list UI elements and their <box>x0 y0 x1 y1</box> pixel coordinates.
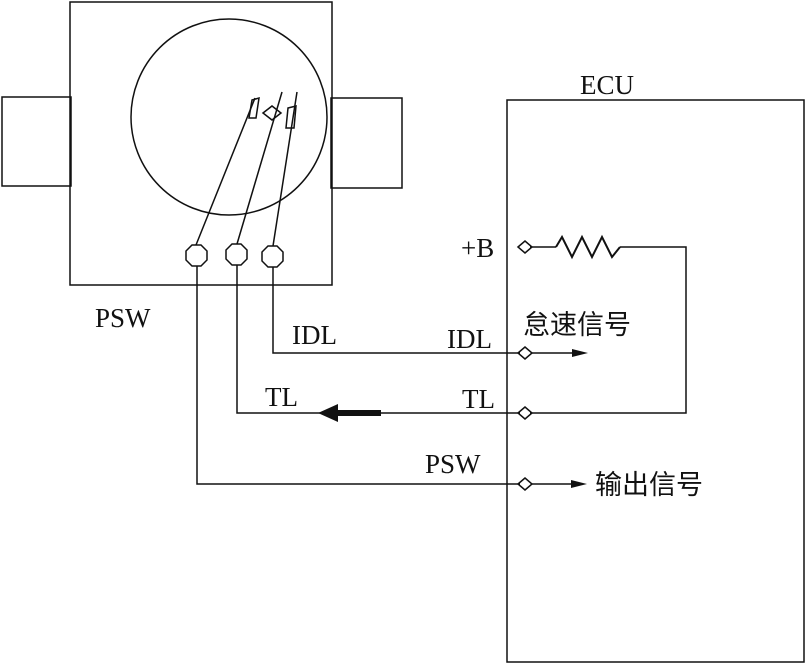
plus-b-resistor <box>555 234 621 260</box>
sensor-terminal-idl <box>261 245 284 268</box>
output-signal-arrow-head <box>571 480 587 488</box>
idle-signal-label: 怠速信号 <box>523 310 631 341</box>
contact-arm-middle <box>236 91 283 245</box>
plus-b-loop-wire <box>530 246 687 414</box>
ecu-terminal-plus-b <box>516 240 534 254</box>
idle-signal-arrow-head <box>572 349 588 357</box>
wire-psw <box>196 266 520 485</box>
contact-arm-right <box>272 91 298 247</box>
contact-tip-middle <box>261 105 283 121</box>
wire-label-tl: TL <box>265 382 298 412</box>
contact-arm-left <box>195 97 256 246</box>
wire-idl <box>272 267 520 354</box>
ecu-terminal-idl <box>516 346 534 360</box>
ecu-label: ECU <box>580 70 634 100</box>
ecu-terminal-label-psw: PSW <box>425 449 481 479</box>
sensor-terminal-psw <box>185 244 208 267</box>
ecu-terminal-label-idl: IDL <box>447 324 492 354</box>
sensor-left-mount-tab <box>1 96 72 187</box>
tl-arrow-head <box>318 404 338 422</box>
wire-label-idl: IDL <box>292 320 337 350</box>
ecu-terminal-label-tl: TL <box>462 384 495 414</box>
wire-tl <box>236 265 520 414</box>
output-signal-label: 输出信号 <box>595 470 703 501</box>
ecu-box <box>506 99 805 663</box>
tl-arrow-shaft <box>334 410 381 416</box>
ecu-terminal-psw <box>516 477 534 491</box>
switch-rotor-circle <box>130 18 328 216</box>
contact-tip-left <box>248 96 260 119</box>
contact-tip-right <box>285 105 297 129</box>
sensor-terminal-tl <box>225 243 248 266</box>
sensor-right-mount-tab <box>330 97 403 189</box>
ecu-terminal-label-plus-b: +B <box>461 233 494 263</box>
ecu-terminal-tl <box>516 406 534 420</box>
sensor-label: PSW <box>95 303 151 333</box>
sensor-body <box>69 1 333 286</box>
